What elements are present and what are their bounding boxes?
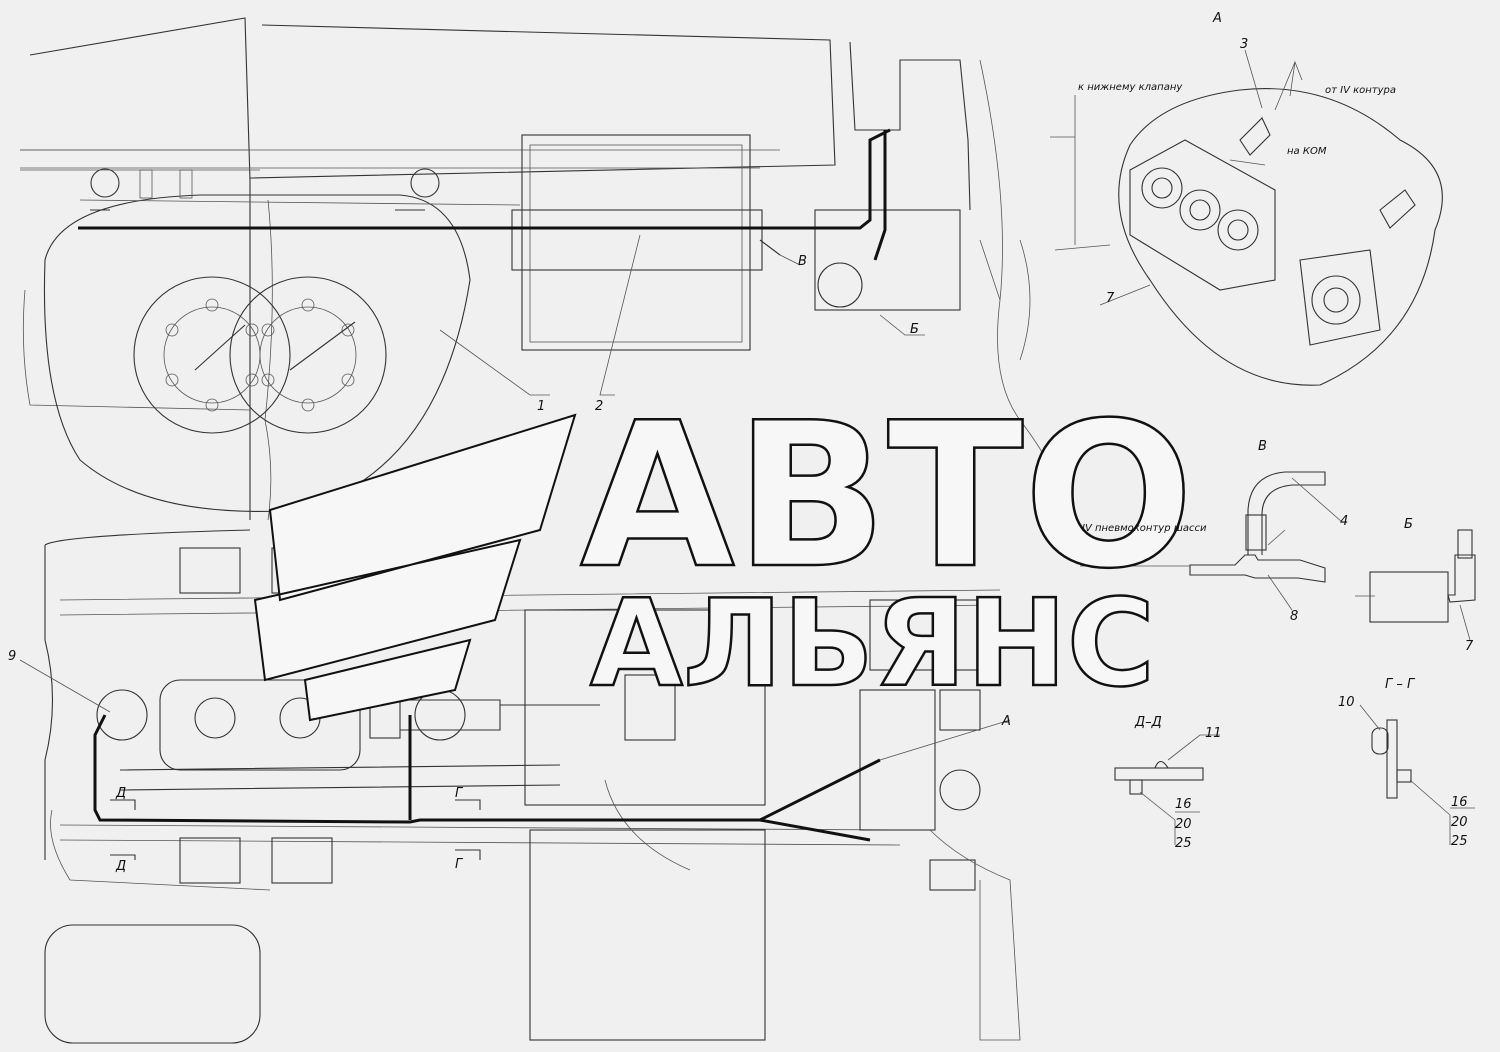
detail-b [1355,529,1476,641]
section-dd [1114,734,1220,845]
callout-3: 3 [1240,37,1248,52]
detail-v [1080,471,1343,611]
section-gg [1359,704,1475,845]
callout-16a: 16 [1175,797,1192,812]
to-pto-label: на КОМ [1287,146,1327,157]
side-view [20,17,1056,521]
section-dd-title: Д–Д [1134,715,1162,730]
marker-v: В [798,254,807,269]
view-b-title: Б [1404,517,1413,532]
callout-25a: 25 [1175,836,1192,851]
callout-10: 10 [1338,695,1355,710]
marker-g2: Г [455,857,464,872]
detail-a [1050,49,1443,386]
callout-11: 11 [1205,726,1222,741]
marker-d2: Д [115,859,126,874]
view-v-title: В [1258,439,1267,454]
circuit-label: IV пневмоконтур шасси [1082,523,1207,534]
callout-4: 4 [1340,514,1348,529]
callout-1: 1 [537,399,545,414]
plan-view [44,529,1021,1044]
leaders [19,234,925,713]
marker-b: Б [910,322,919,337]
from-circuit-label: от IV контура [1325,85,1396,96]
callout-7b: 7 [1465,639,1474,654]
callout-2: 2 [595,399,603,414]
callout-16b: 16 [1451,795,1468,810]
watermark-line2: АЛЬЯНС [590,575,1155,714]
marker-g1: Г [455,786,464,801]
callout-25b: 25 [1451,834,1468,849]
view-a-title: А [1212,11,1222,26]
marker-d1: Д [115,786,126,801]
callout-9: 9 [8,649,16,664]
to-lower-valve-label: к нижнему клапану [1078,82,1183,93]
callout-8: 8 [1290,609,1298,624]
marker-a: А [1001,714,1011,729]
callout-7a: 7 [1106,291,1115,306]
callout-20b: 20 [1451,815,1468,830]
section-gg-title: Г – Г [1385,677,1416,692]
callout-20a: 20 [1175,817,1192,832]
watermark-line1: АВТО [580,380,1194,613]
watermark: АВТО АЛЬЯНС [253,379,1195,722]
